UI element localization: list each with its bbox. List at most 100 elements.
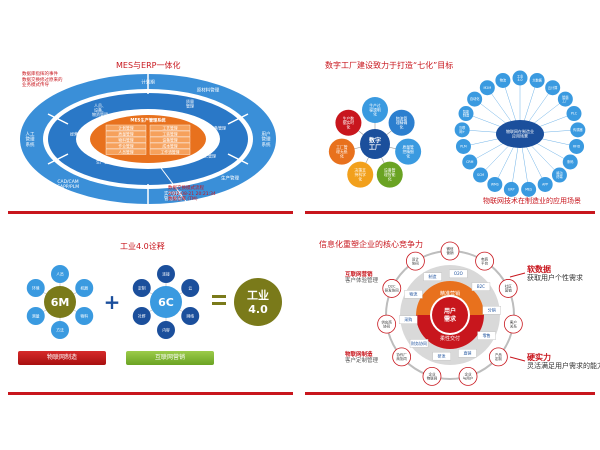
hub-satellite	[157, 321, 175, 339]
hub-center-label: 6M	[51, 296, 70, 309]
goal-petal-label: 工厂管	[336, 145, 348, 150]
iot-node-label: 制造	[463, 113, 470, 118]
goal-petal-label: 理无纸	[336, 149, 348, 154]
iot-node	[454, 122, 470, 138]
inner-tag-label: 物流	[409, 291, 417, 297]
iot-node	[455, 138, 471, 154]
outer-node-label: 与用户	[463, 376, 474, 381]
goal-petal	[335, 109, 362, 136]
iot-node-label: WMS	[491, 183, 499, 187]
hub-satellite-label: 社群	[138, 313, 146, 318]
inner-tag-label: 研发	[438, 353, 446, 359]
goal-petal-label: 据实时	[343, 120, 355, 125]
iot-node-label: RFID	[573, 145, 581, 149]
bottom-arc	[416, 315, 484, 349]
center-grid-cell	[149, 142, 191, 149]
panel1-red-divider	[8, 211, 293, 214]
center-grid-label: 计划管理	[118, 125, 133, 130]
iot-node	[487, 176, 503, 192]
industry40-result-circle	[234, 278, 282, 326]
inner-ring-label: 设备、	[94, 106, 106, 112]
panel3-red-divider	[8, 392, 293, 395]
inner-tag	[409, 339, 429, 348]
hub-satellite-label: 人员	[56, 271, 64, 276]
iot-node	[537, 176, 553, 192]
goal-petal-label: 生产过	[369, 103, 381, 108]
center-grid-label: 成本管理	[162, 143, 177, 148]
hub-satellite-label: 连接	[162, 271, 170, 276]
outer-node-label: 关系	[510, 323, 518, 328]
hub-satellite	[181, 307, 200, 325]
hub-satellite	[181, 279, 200, 297]
center-grid-cell	[105, 148, 147, 155]
iot-hub-label: 物联网在制造业	[506, 128, 534, 134]
goal-petal	[362, 97, 388, 123]
iot-node-label: 工业	[517, 73, 523, 78]
iot-node-label: 移动	[556, 170, 562, 175]
iot-node-label: 智能	[463, 109, 470, 114]
top-arc-label: 精准营销	[440, 290, 460, 297]
outer-node-label: 企业	[428, 372, 436, 377]
goal-petal	[388, 109, 415, 136]
iot-manufacturing-button[interactable]: 物联网制造	[18, 351, 106, 365]
inner-tag	[432, 351, 451, 361]
iot-node-label: SCM	[477, 173, 484, 177]
iot-node-label: PLM	[460, 145, 467, 149]
iot-node-label: APP	[542, 183, 548, 187]
iot-node-label: 互联	[459, 125, 466, 130]
iot-node-label: M2M	[484, 86, 492, 90]
goal-petal-label: 化	[358, 176, 362, 181]
goal-petal-label: 化	[400, 125, 404, 130]
hub-satellite-label: 方法	[56, 327, 64, 332]
inner-tag-label: 采购	[404, 316, 412, 322]
iot-node-label: 云计算	[548, 85, 558, 90]
center-grid-label: 物料管理	[118, 137, 133, 142]
left-bottom-block: 物联网制造 客户定制管理	[345, 352, 379, 364]
iot-node	[467, 91, 483, 107]
panel2-caption: 物联网技术在制造业的应用场景	[483, 197, 581, 205]
iot-node-label: MES	[525, 187, 532, 191]
left-top-title: 互联网营销	[345, 272, 373, 278]
center-grid-cell	[149, 136, 191, 143]
mes-erp-diagram: 计划期原材料管理用户管理系统生产管理实时跟踪管理系统CAD/CAMCAPP/PL…	[20, 74, 276, 205]
note-line: 数据交换修过原来的	[22, 77, 63, 83]
iot-node	[512, 70, 528, 86]
outer-node-label: 设计	[412, 256, 420, 261]
top-arc	[416, 281, 484, 315]
panel1-note: 数据库指挥的事件 数据交换修过原来的 业务模式传导	[22, 72, 63, 89]
goal-petal-label: 化	[347, 125, 351, 130]
inner-tag	[471, 282, 491, 291]
inner-tag-label: 制造	[429, 273, 437, 279]
right-top-sub: 获取用户个性需求	[527, 274, 583, 282]
center-grid-cell	[149, 148, 191, 155]
ring-label: CAD/CAM	[57, 179, 78, 185]
outer-node-label: 营销	[447, 250, 455, 255]
panel2-red-divider	[305, 211, 595, 214]
goal-petal-label: 物流管	[396, 116, 408, 121]
ring-label: 计划期	[141, 79, 155, 86]
inner-tag	[399, 315, 418, 324]
center-grid-cell	[105, 142, 147, 149]
internet-marketing-button[interactable]: 互联网营销	[126, 351, 214, 365]
outer-node-label: 协同	[383, 323, 391, 328]
note-line: 2012-08-21 20:21:34	[168, 191, 216, 197]
left-bottom-sub: 客户定制管理	[345, 357, 379, 364]
iot-node-label: PLC	[571, 112, 578, 116]
hub-satellite-label: 机器	[80, 285, 88, 290]
iot-node-label: 条码	[567, 159, 573, 164]
iot-node	[473, 167, 489, 183]
iot-node-label: 智能	[562, 94, 569, 99]
digital-factory-hub	[360, 129, 390, 159]
inner-tag-label: B2C	[477, 284, 485, 289]
center-grid-title: MES生产管理系统	[130, 116, 166, 123]
inner-tag	[423, 272, 442, 281]
hub-center-label: 6C	[158, 296, 174, 309]
center-grid-label: 作业管理	[118, 143, 133, 148]
center-grid-label: 工艺管理	[162, 125, 177, 130]
hub-satellite-label: 测量	[32, 313, 40, 318]
result-line1: 工业	[247, 288, 269, 302]
iot-node-label: CRM	[466, 160, 473, 164]
center-grid-cell	[149, 130, 191, 137]
digital-factory-label: 数字	[369, 137, 381, 145]
